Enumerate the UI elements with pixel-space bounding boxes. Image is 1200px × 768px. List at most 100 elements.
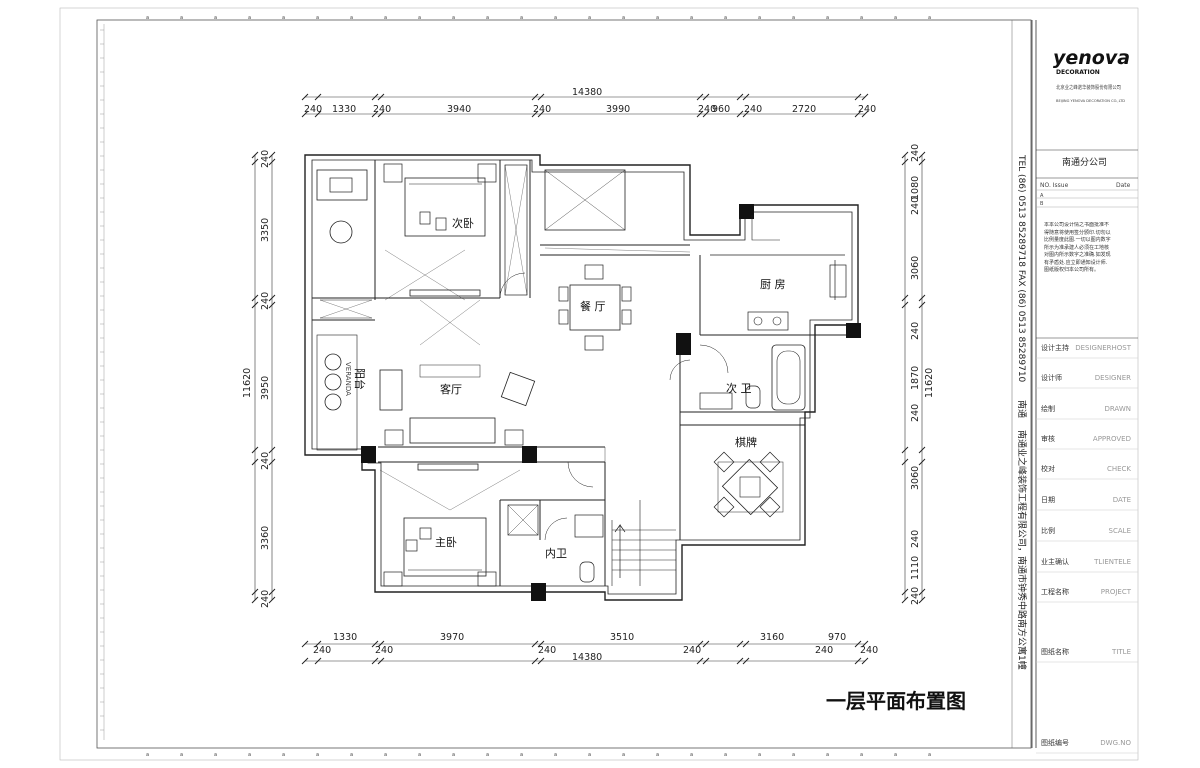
frame-marker: a	[350, 15, 353, 21]
frame-marker: a	[146, 752, 149, 758]
frame-marker: a	[452, 752, 455, 758]
dim-label: 1080	[910, 176, 921, 200]
title-block-label: 设计师	[1041, 373, 1062, 382]
title-block-label: 图纸编号	[1041, 738, 1069, 747]
frame-marker: a	[486, 752, 489, 758]
balcony-chair-icon	[324, 373, 342, 391]
title-block-label: 校对	[1041, 464, 1055, 473]
dim-label: 240	[260, 150, 271, 168]
title-block-value: DESIGNERHOST	[1075, 344, 1131, 352]
title-block-label: 图纸名称	[1041, 647, 1069, 656]
title-block-value: SCALE	[1109, 527, 1131, 535]
bathtub-icon	[771, 344, 806, 411]
dim-label: 240	[533, 104, 551, 115]
frame-marker: a	[214, 15, 217, 21]
toilet-icon	[745, 385, 761, 409]
dim-label: 1110	[910, 556, 921, 580]
balcony-chair-icon	[324, 353, 342, 371]
frame-marker: a	[724, 15, 727, 21]
frame-marker: a	[656, 752, 659, 758]
company-logo: yenova	[1053, 47, 1130, 69]
column-markers: aaaaaaaaaaaaaaaaaaaaaaaaaaaaaaaaaaaaaaaa…	[146, 15, 931, 758]
basin-icon	[574, 514, 604, 538]
dimension-text: 14380 14380 11620 11620	[242, 87, 935, 663]
company-name-en: BEIJING YENOVA DECORATION CO.,LTD	[1056, 99, 1125, 103]
frame-marker: a	[282, 15, 285, 21]
frame-marker: a	[350, 752, 353, 758]
wardrobe	[504, 164, 528, 296]
title-block-value: APPROVED	[1093, 435, 1131, 443]
dim-label: 240	[373, 104, 391, 115]
room-label-kitchen: 厨 房	[760, 278, 786, 291]
frame-marker: a	[214, 752, 217, 758]
dim-label: 240	[910, 587, 921, 605]
frame-marker: a	[486, 15, 489, 21]
staircase	[611, 500, 676, 586]
frame-marker: a	[928, 752, 931, 758]
tv-cabinet	[409, 289, 481, 297]
dim-label: 240	[910, 404, 921, 422]
company-name-cn: 北京业之峰诺华装饰股份有限公司	[1056, 84, 1121, 91]
title-block-value: TITLE	[1111, 648, 1131, 656]
dim-label: 3160	[760, 632, 784, 643]
desk	[316, 169, 368, 201]
frame-marker: a	[588, 15, 591, 21]
tv-cabinet	[417, 463, 479, 471]
dim-label: 240	[858, 104, 876, 115]
stair-void	[544, 169, 626, 231]
dim-label: 2720	[792, 104, 816, 115]
frame-marker: a	[316, 752, 319, 758]
issue-b: B	[1040, 201, 1044, 207]
dim-label: 240	[375, 645, 393, 656]
dim-label: 3060	[910, 256, 921, 280]
room-label-chess-room: 棋牌	[735, 435, 757, 449]
frame-marker: a	[656, 15, 659, 21]
frame-marker: a	[452, 15, 455, 21]
frame-marker: a	[860, 15, 863, 21]
exterior-wall	[304, 154, 859, 601]
dim-label: 240	[860, 645, 878, 656]
title-block-label: 比例	[1041, 526, 1055, 535]
title-block-value: DATE	[1113, 496, 1131, 504]
frame-marker: a	[384, 15, 387, 21]
balcony-chair-icon	[324, 393, 342, 411]
frame-marker: a	[146, 15, 149, 21]
room-label-living: 客厅	[440, 382, 462, 396]
frame-marker: a	[554, 752, 557, 758]
title-block-label: 业主确认	[1041, 557, 1069, 566]
dim-label: 240	[698, 104, 716, 115]
dim-label: 240	[910, 322, 921, 340]
frame-marker: a	[894, 752, 897, 758]
dim-right-total: 11620	[924, 368, 935, 398]
dim-label: 240	[910, 197, 921, 215]
room-label-balcony-en: VERANDA	[344, 362, 352, 396]
frame-marker: a	[894, 15, 897, 21]
dim-label: 240	[910, 530, 921, 548]
dim-label: 1870	[910, 366, 921, 390]
room-label-balcony: 阳台	[353, 368, 367, 390]
copyright-notes: 本本公司设计情之书面批准不得随意将使用签分颁印.切勿以比例量度此图.一切以图内数…	[1044, 222, 1111, 273]
issue-date-label: Date	[1116, 182, 1131, 189]
dim-label: 970	[828, 632, 846, 643]
outer-frame	[59, 7, 1139, 761]
title-block-label: 日期	[1041, 496, 1055, 504]
stove-icon	[747, 311, 789, 331]
dim-label: 3940	[447, 104, 471, 115]
frame-marker: a	[826, 752, 829, 758]
frame-marker: a	[928, 15, 931, 21]
frame-marker: a	[690, 15, 693, 21]
room-label-second-bedroom: 次卧	[452, 216, 474, 230]
dim-label: 3990	[606, 104, 630, 115]
title-block-value: DRAWN	[1104, 405, 1131, 413]
title-block-label: 绘制	[1041, 404, 1055, 413]
frame-marker: a	[554, 15, 557, 21]
structural-columns	[361, 204, 861, 601]
dim-label: 1330	[333, 632, 357, 643]
branch-name: 南通分公司	[1062, 156, 1107, 168]
frame-marker: a	[248, 15, 251, 21]
frame-marker: a	[180, 15, 183, 21]
